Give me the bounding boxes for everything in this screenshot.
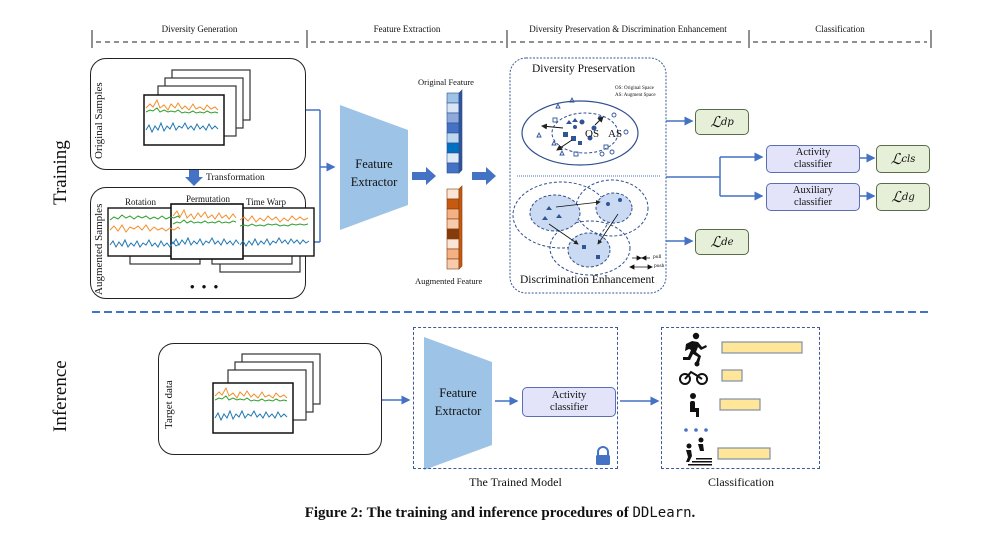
- diversity-space: [521, 100, 639, 166]
- as-label: AS: [608, 128, 623, 140]
- push-label: push: [654, 263, 665, 269]
- original-samples-label: Original Samples: [93, 82, 105, 159]
- aug-timewarp-label: Time Warp: [246, 197, 287, 207]
- augmented-feature-vector: [446, 185, 463, 270]
- feature-extractor-line2: Extractor: [350, 175, 398, 189]
- training-label: Training: [50, 140, 71, 205]
- diversity-preservation-title: Diversity Preservation: [532, 63, 636, 75]
- inference-feature-extractor-line2: Extractor: [434, 404, 482, 418]
- aug-rotation-label: Rotation: [125, 197, 156, 207]
- os-label: OS: [585, 128, 600, 140]
- lock-icon: [596, 446, 610, 465]
- inference-label: Inference: [50, 360, 71, 432]
- discrimination-enhancement-title: Discrimination Enhancement: [520, 274, 655, 286]
- original-samples-box: Original Samples: [90, 58, 306, 170]
- dpde-container: [509, 57, 667, 294]
- caption-prefix: Figure 2: The training and inference pro…: [304, 505, 633, 521]
- original-feature-vector: [446, 89, 463, 174]
- sample-connectors: [305, 109, 336, 243]
- phase-diversity-preservation: Diversity Preservation & Discrimination …: [529, 24, 727, 34]
- aug-permutation-label: Permutation: [186, 194, 230, 204]
- de-points: [542, 198, 622, 259]
- caption-name: DDLearn: [632, 505, 692, 521]
- inference-extractor-shape: [424, 337, 492, 470]
- pull-push-legend: [629, 255, 653, 270]
- phase-classification: Classification: [815, 24, 865, 34]
- classification-box: [661, 327, 820, 469]
- target-data-box: Target data: [158, 343, 382, 455]
- augmented-points: [536, 96, 629, 157]
- pull-label: pull: [653, 254, 662, 260]
- target-data-label: Target data: [163, 380, 175, 429]
- augmented-feature-label: Augmented Feature: [415, 276, 483, 286]
- arrow-to-features: [412, 167, 436, 185]
- feature-extractor: Feature Extractor: [340, 155, 408, 191]
- classification-label: Classification: [708, 475, 774, 489]
- caption-suffix: .: [691, 505, 696, 521]
- trained-model-box: [413, 327, 618, 469]
- feature-extractor-shape: [340, 105, 408, 230]
- original-feature-label: Original Feature: [418, 77, 474, 87]
- phase-feature-extraction: Feature Extraction: [373, 24, 441, 34]
- phase-diversity-generation: Diversity Generation: [161, 24, 238, 34]
- inference-feature-extractor: Feature Extractor: [424, 384, 492, 420]
- feature-extractor-line1: Feature: [355, 157, 393, 171]
- trained-model-label: The Trained Model: [469, 475, 562, 489]
- legend-as: AS: Augment Space: [615, 93, 656, 98]
- arrow-to-dpde: [472, 167, 496, 185]
- phase-dimension-lines: [91, 30, 932, 48]
- figure-caption: Figure 2: The training and inference pro…: [0, 505, 1000, 522]
- transformation-label: Transformation: [206, 173, 265, 183]
- legend-os: OS: Original Space: [615, 86, 654, 91]
- discrimination-clusters: [512, 179, 649, 276]
- augmented-ellipsis: • • •: [190, 279, 221, 294]
- inference-feature-extractor-line1: Feature: [439, 386, 477, 400]
- augmented-samples-label: Augmented Samples: [93, 203, 105, 295]
